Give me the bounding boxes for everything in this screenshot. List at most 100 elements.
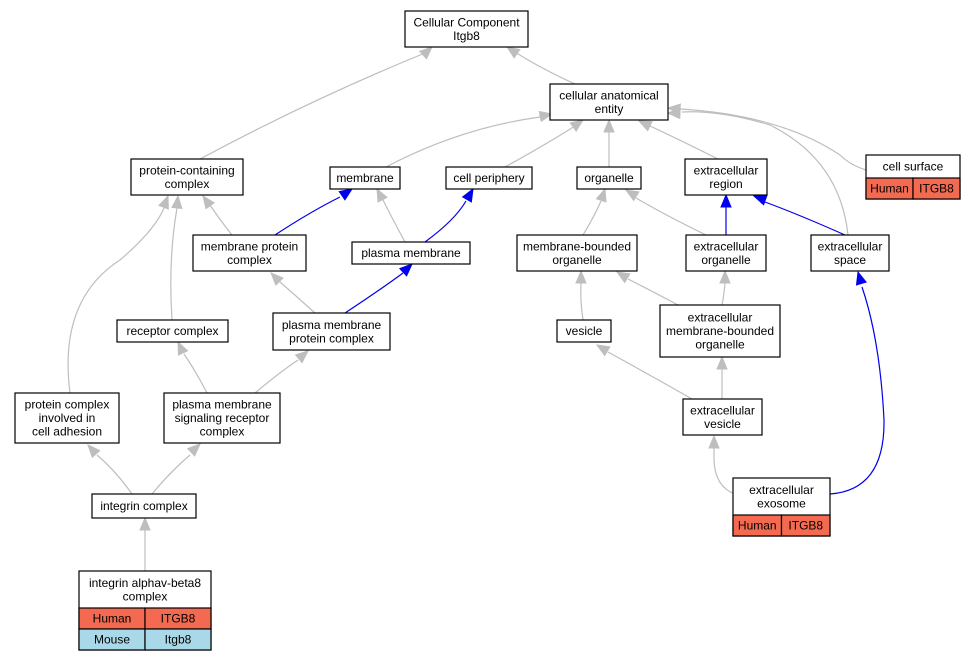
edge-arrowhead [719,269,731,284]
edge-pmsrc-to-pmpc [254,350,309,394]
edge-arrowhead [752,194,768,206]
edge-line [681,111,849,236]
gene-label: ITGB8 [161,612,196,626]
node-label: membrane [336,171,394,185]
edge-recc-to-pcc [170,194,183,321]
node-label: exosome [757,496,806,510]
node-label: plasma membrane [361,246,461,260]
edge-pm-to-cellper [424,187,474,243]
node-box [810,234,890,272]
edge-line [649,125,719,160]
edge-arrowhead [595,187,607,203]
node-box [516,234,638,272]
gene-label: ITGB8 [788,519,823,533]
edge-line [67,207,165,394]
edge-membrane-to-cae [385,110,554,168]
node-label: extracellular [694,239,759,253]
node-pm[interactable]: plasma membrane [351,241,471,265]
edge-line [679,108,867,171]
node-box [163,392,281,444]
edge-line [514,51,576,85]
edge-arrowhead [461,187,474,203]
edge-arrowhead [338,188,354,201]
node-label: extracellular [688,311,753,325]
node-label: Itgb8 [453,29,480,43]
node-label: entity [595,102,624,116]
node-membrane[interactable]: membrane [329,166,401,190]
edge-exmbo-to-mbo [615,271,679,306]
node-label: organelle [695,338,745,352]
edge-arrowhead [87,444,101,459]
edge-line [382,199,406,243]
edge-exreg-to-cae [637,120,719,160]
edge-arrowhead [376,187,388,203]
edge-arrowhead [186,443,201,457]
node-label: cell adhesion [32,425,102,439]
edge-arrowhead [398,263,413,277]
edge-arrowhead [708,434,720,449]
edge-arrowhead [202,194,216,210]
edge-arrowhead [637,120,653,132]
edge-line [279,281,316,314]
edge-iab8-to-integ [139,516,151,571]
node-cellper[interactable]: cell periphery [445,166,533,190]
edge-arrowhead [139,516,151,531]
edge-arrowhead [716,355,728,370]
node-label: membrane protein [201,239,298,253]
edge-integ-to-pcica [87,444,133,495]
node-integ[interactable]: integrin complex [91,493,197,519]
edge-line [344,272,404,314]
node-organelle[interactable]: organelle [576,166,642,190]
node-label: signaling receptor [175,411,270,425]
node-label: complex [123,589,168,603]
edge-arrowhead [158,194,169,210]
node-label: cell periphery [453,171,524,185]
node-label: involved in [39,411,96,425]
edge-line [721,282,726,306]
node-box [116,319,229,343]
gene-cell [144,628,212,651]
edge-exves-to-vesicle [595,344,693,400]
edge-line [170,207,178,321]
edge-organelle-to-cae [603,118,615,167]
edge-exmbo-to-exorg [719,269,731,306]
node-label: plasma membrane [282,318,382,332]
edge-pcc-to-root [199,46,433,160]
edge-arrowhead [595,344,611,357]
edge-line [96,454,133,495]
edge-mbo-to-organelle [582,187,607,236]
node-box [329,166,401,190]
node-recc[interactable]: receptor complex [116,319,229,343]
edge-pm-to-membrane [376,187,406,243]
edge-exorg-to-exreg [720,193,732,235]
species-label: Mouse [94,633,130,647]
node-vesicle[interactable]: vesicle [556,319,612,343]
node-label: organelle [584,171,634,185]
node-label: protein complex [25,398,110,412]
edge-arrowhead [603,118,615,133]
node-label: space [834,253,866,267]
node-box [404,10,529,48]
node-label: cellular anatomical [559,88,658,102]
edge-exoso-to-exspace [829,270,885,495]
edge-arrowhead [855,270,867,286]
edge-arrowhead [624,189,640,202]
node-label: vesicle [566,324,603,338]
